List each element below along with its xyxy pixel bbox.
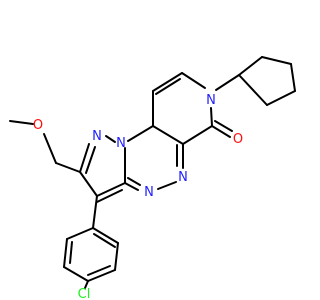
atom-label-n: N <box>206 93 216 108</box>
bond <box>266 90 296 106</box>
bond <box>96 189 123 203</box>
bond <box>238 56 263 76</box>
bond <box>210 107 213 127</box>
bond <box>66 227 94 240</box>
molecule-diagram: N O N N N N O Cl <box>9 56 296 300</box>
bond <box>181 72 206 89</box>
bond <box>127 177 141 186</box>
bond <box>87 265 111 276</box>
bond <box>290 63 296 92</box>
bond <box>96 182 126 197</box>
bond <box>92 195 98 229</box>
atom-label-n: N <box>92 129 102 144</box>
atom-label-o: O <box>233 132 243 147</box>
bond <box>182 125 213 145</box>
bond <box>93 233 116 248</box>
bond <box>55 162 81 173</box>
bond <box>79 143 90 173</box>
structure-svg: N O N N N N O Cl <box>9 56 296 300</box>
bond <box>85 146 96 174</box>
bond <box>63 238 68 268</box>
bond <box>9 120 34 125</box>
bond <box>215 74 240 91</box>
atom-label-n: N <box>116 136 126 151</box>
bond <box>63 266 89 282</box>
bond <box>43 133 57 164</box>
bond <box>105 135 116 143</box>
bond <box>152 72 183 92</box>
atom-label-o: O <box>33 118 43 133</box>
bond <box>238 74 268 106</box>
bond <box>127 125 154 142</box>
bond <box>155 78 181 95</box>
bond <box>87 269 116 282</box>
atom-label-n: N <box>144 185 154 200</box>
atom-labels: N O N N N N O Cl <box>33 93 243 300</box>
bond <box>92 227 119 244</box>
bond <box>114 242 119 271</box>
atom-label-n: N <box>178 170 188 185</box>
bond <box>79 171 98 197</box>
bond <box>84 280 89 289</box>
bond <box>214 120 233 132</box>
bonds <box>9 56 296 289</box>
bond <box>211 125 231 138</box>
bond <box>152 125 184 145</box>
bond <box>69 241 73 264</box>
bond <box>157 181 177 190</box>
bond <box>261 56 292 65</box>
atom-label-cl: Cl <box>78 287 91 300</box>
bond <box>124 182 139 191</box>
